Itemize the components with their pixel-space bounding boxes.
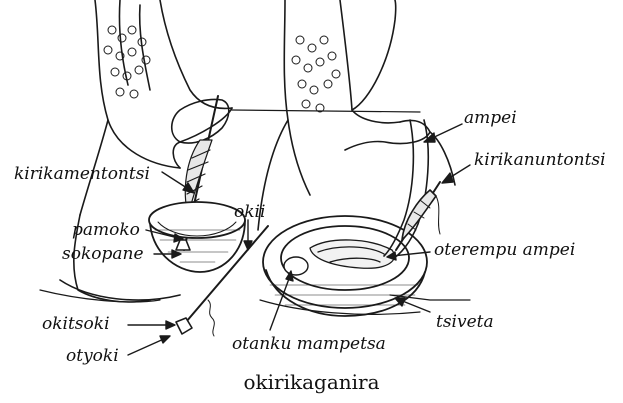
label-ampei: ampei	[464, 110, 517, 127]
otyoki-weight	[176, 318, 192, 334]
figure-caption: okirikaganira	[0, 372, 623, 392]
okii-stick	[186, 226, 268, 322]
spindle-whorl	[176, 240, 190, 250]
label-otanku-mampetsa: otanku mampetsa	[232, 336, 386, 353]
label-kirikamentontsi: kirikamentontsi	[14, 166, 150, 183]
label-okitsoki: okitsoki	[42, 316, 110, 333]
label-sokopane: sokopane	[62, 246, 144, 263]
label-oterempu-ampei: oterempu ampei	[434, 242, 575, 259]
left-bowl	[149, 202, 245, 272]
hanging-thread	[208, 300, 214, 336]
label-otyoki: otyoki	[66, 348, 119, 365]
label-pamoko: pamoko	[72, 222, 140, 239]
thread-line	[232, 110, 420, 112]
label-tsiveta: tsiveta	[436, 314, 494, 331]
right-sleeve-pattern	[292, 36, 340, 112]
label-okii: okii	[234, 204, 265, 221]
left-sleeve-pattern	[104, 26, 150, 98]
label-kirikanuntontsi: kirikanuntontsi	[474, 152, 606, 169]
otanku-spool	[284, 257, 308, 275]
